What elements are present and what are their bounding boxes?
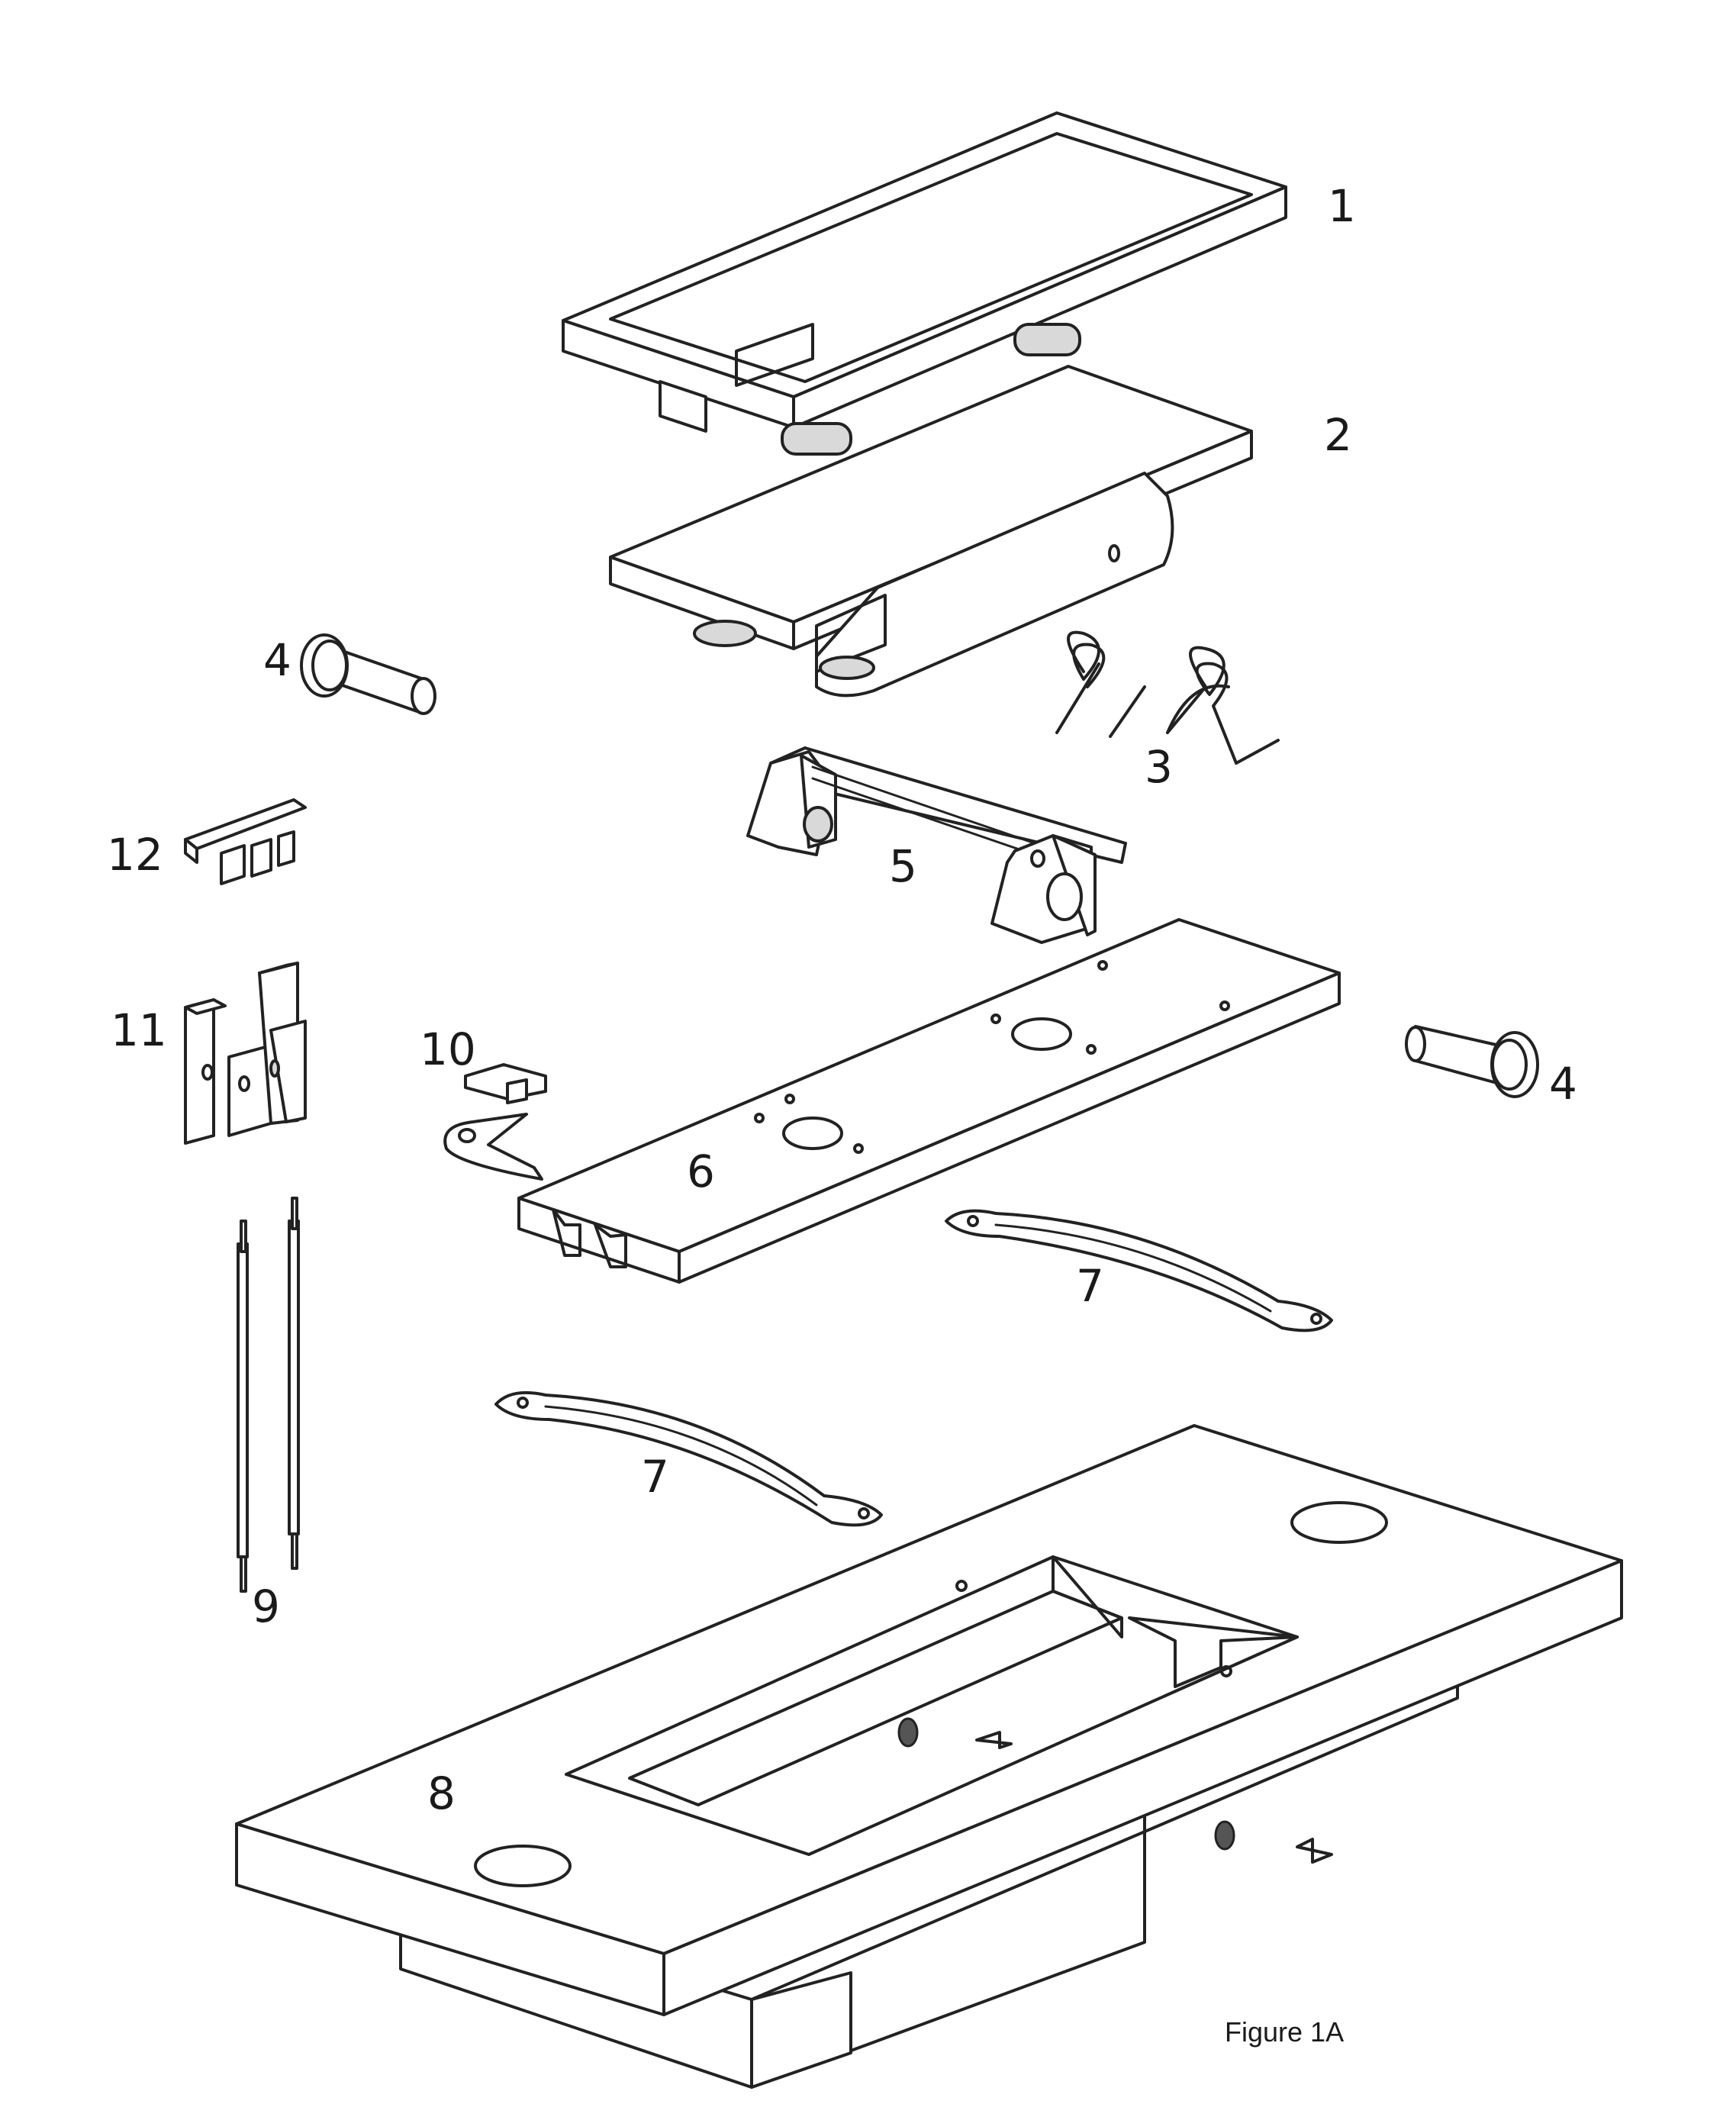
label-part-9: 9 — [252, 1580, 280, 1632]
part-labels: 1 2 3 4 4 5 6 7 7 8 9 10 11 12 Figure 1A — [107, 180, 1577, 2048]
label-part-4-left: 4 — [263, 634, 291, 686]
part-12-component — [184, 798, 307, 885]
label-part-4-right: 4 — [1549, 1058, 1577, 1110]
part-11-component — [184, 962, 307, 1145]
part-5-bracket — [746, 746, 1127, 944]
label-part-10: 10 — [420, 1023, 476, 1075]
label-part-2: 2 — [1324, 409, 1352, 461]
label-part-7-upper: 7 — [1076, 1260, 1104, 1312]
part-9-rods — [237, 1197, 300, 1593]
part-4-right-pin — [1405, 1025, 1539, 1098]
part-7-upper-strap — [945, 1209, 1333, 1332]
figure-caption: Figure 1A — [1225, 2016, 1344, 2048]
part-3-springs — [1055, 630, 1280, 765]
part-10-lever — [443, 1063, 547, 1181]
label-part-1: 1 — [1328, 180, 1356, 232]
label-part-5: 5 — [889, 840, 917, 892]
part-1-frame — [562, 111, 1287, 456]
part-6-plate — [517, 918, 1341, 1284]
label-part-8: 8 — [427, 1767, 456, 1819]
label-part-11: 11 — [111, 1004, 167, 1056]
label-part-3: 3 — [1145, 741, 1173, 793]
label-part-6: 6 — [687, 1146, 715, 1197]
part-7-lower-strap — [494, 1390, 883, 1527]
part-4-left-pin — [300, 633, 436, 715]
label-part-12: 12 — [107, 829, 163, 881]
part-8-base — [235, 1424, 1623, 2089]
part-2-housing — [609, 365, 1253, 698]
label-part-7-lower: 7 — [641, 1451, 669, 1503]
